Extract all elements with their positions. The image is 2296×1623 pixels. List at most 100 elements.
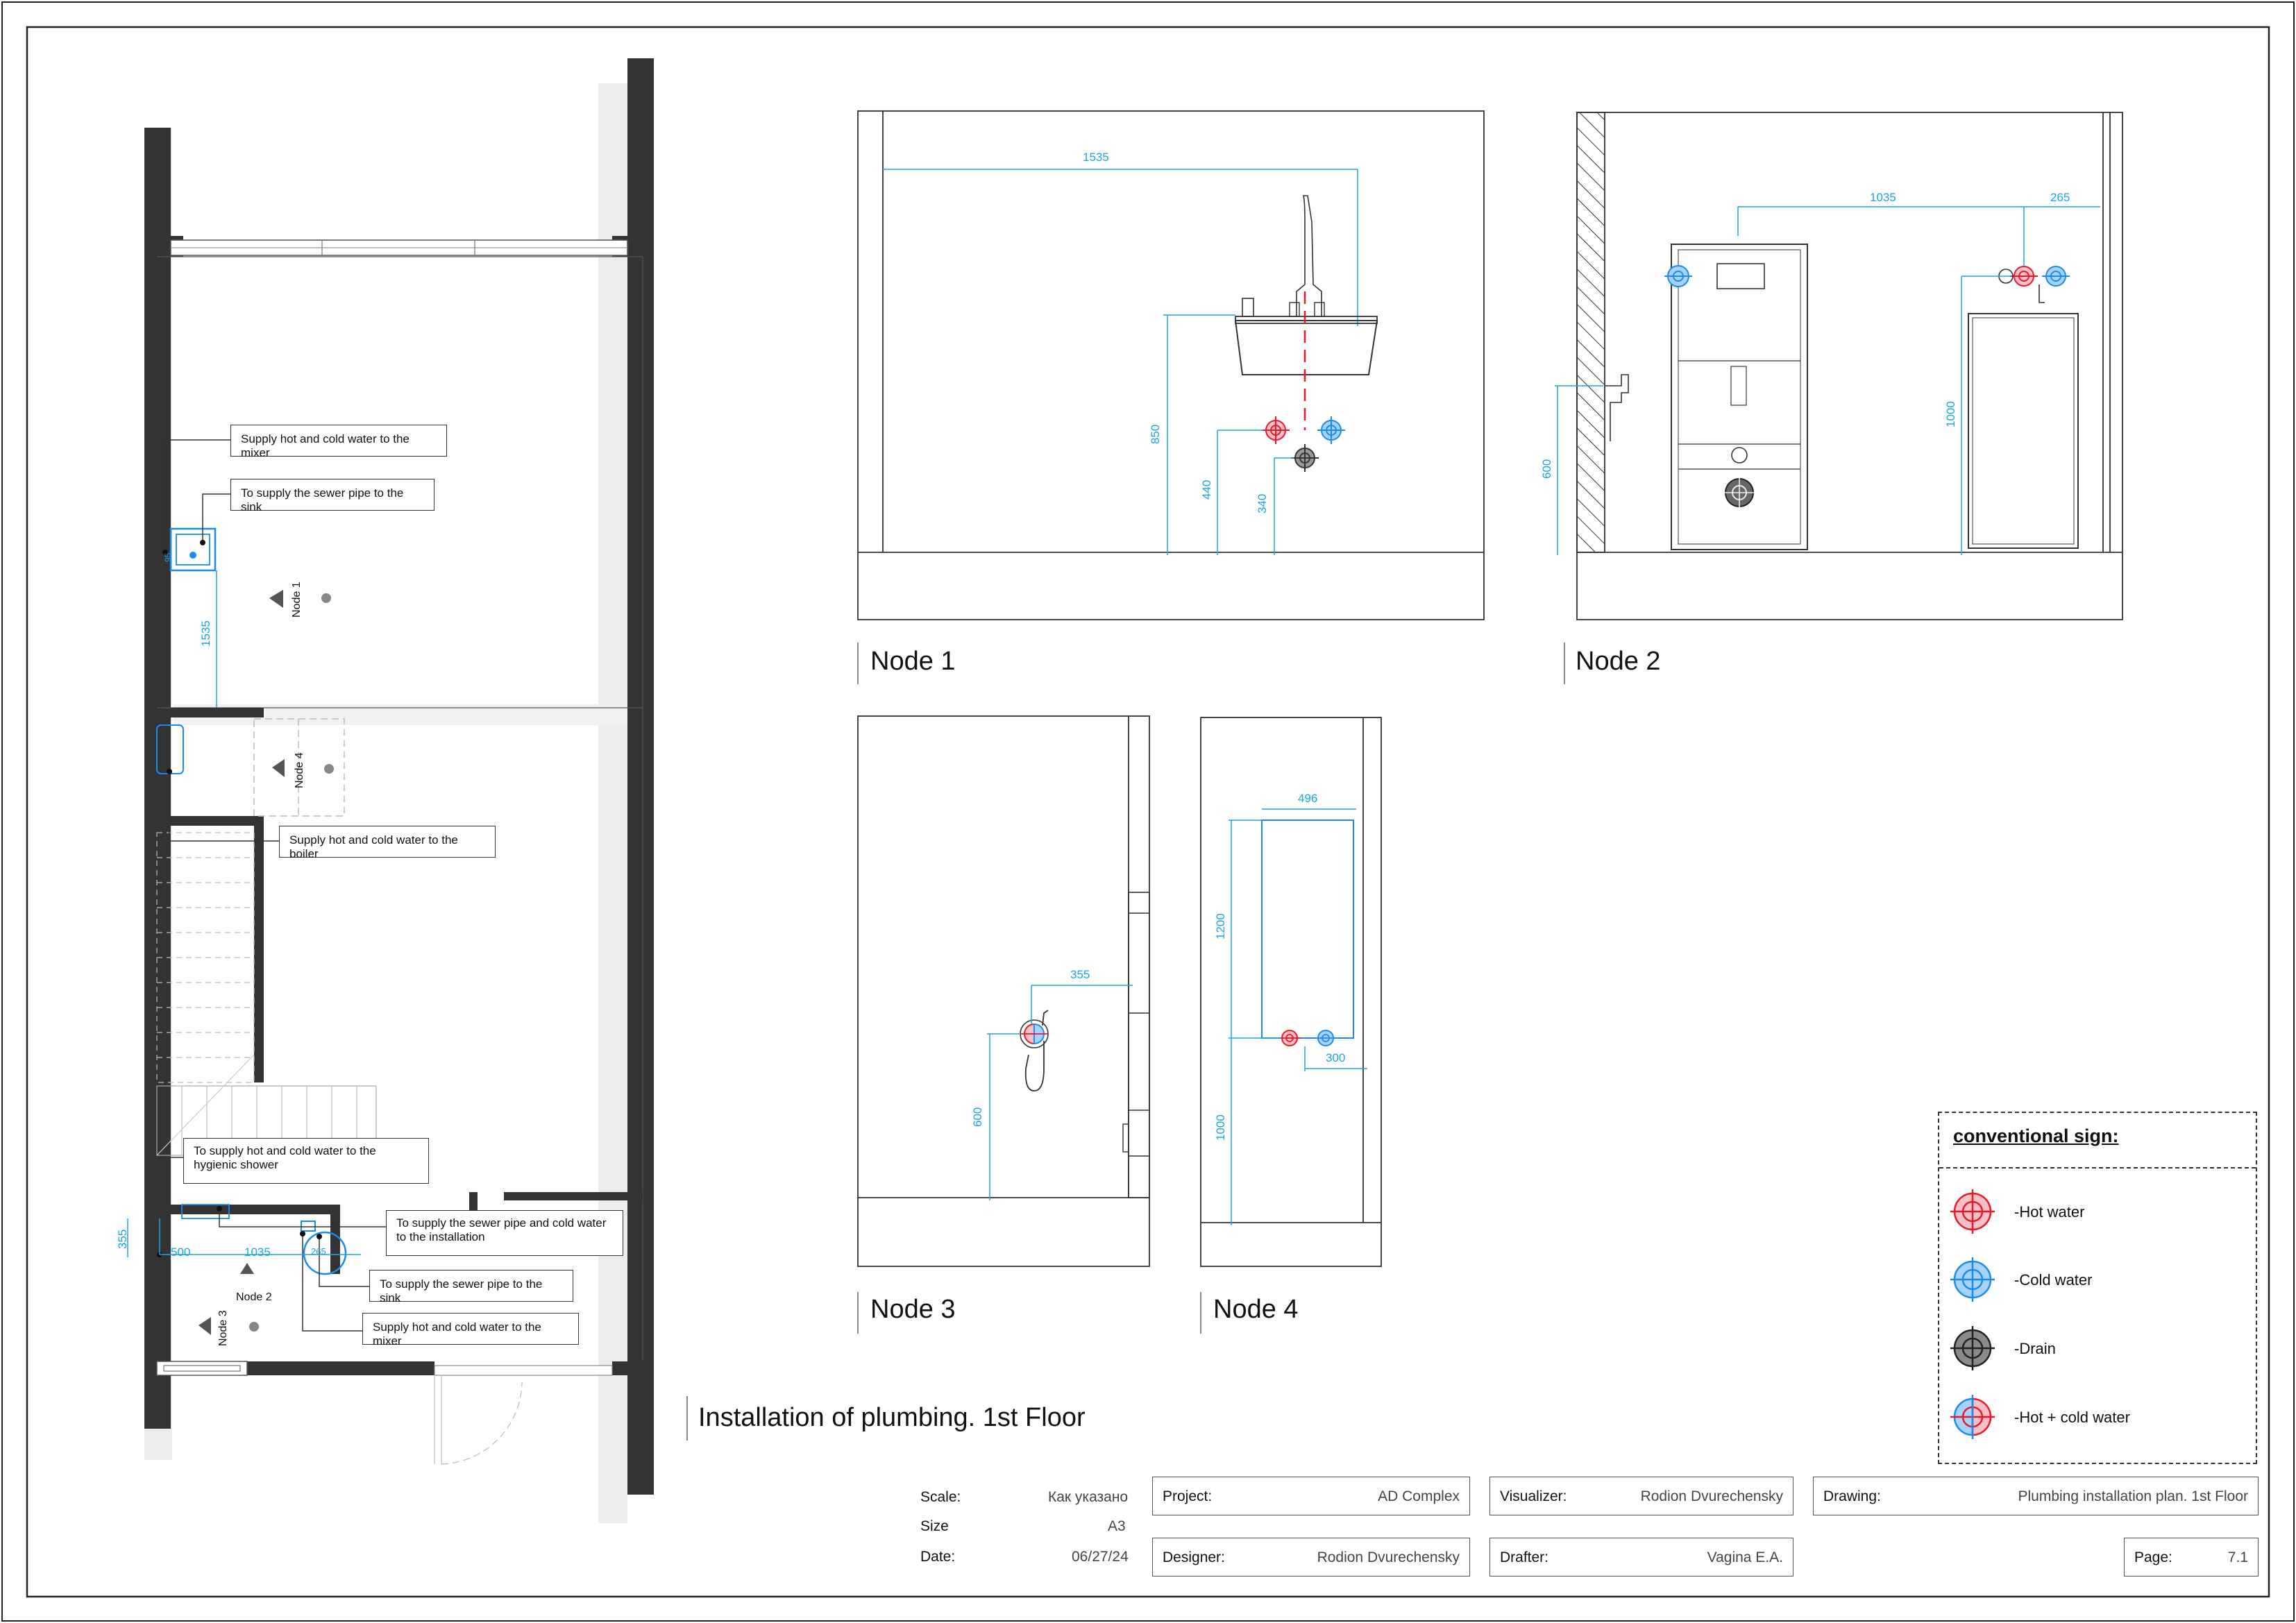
callout-mixer-node1: Supply hot and cold water to the mixer (230, 425, 447, 459)
node3-dim-355: 355 (1070, 968, 1090, 981)
designer-label: Designer: (1163, 1549, 1225, 1565)
node2-dim-265: 265 (2050, 191, 2070, 204)
node2-hot-pipe (2010, 266, 2038, 287)
page-label: Page: (2134, 1549, 2172, 1565)
sheet-inner-frame (26, 26, 2270, 1598)
size-value: A3 (1108, 1518, 1126, 1534)
plan-stairs (156, 832, 377, 1156)
node2-title: Node 2 (1576, 647, 1661, 676)
node4-dim-496: 496 (1298, 792, 1317, 805)
plan-label-node1: Node 1 (291, 581, 303, 618)
plan-node-labels: Node 1 Node 4 Node 2 Node 3 (217, 581, 305, 1346)
node4-title: Node 4 (1213, 1295, 1299, 1324)
drafter-field: Drafter: Vagina E.A. (1489, 1538, 1793, 1577)
plan-node-markers (199, 590, 334, 1335)
cold-water-icon (1950, 1257, 1995, 1302)
node2-installation-frame (1671, 244, 1808, 550)
node1-elevation (857, 110, 1485, 620)
plan-dim-1535: 1535 (199, 620, 212, 647)
node3-hygienic-shower (1024, 1010, 1049, 1091)
plan-sink-node1 (169, 527, 217, 572)
plan-label-node2: Node 2 (236, 1291, 272, 1303)
legend-label-hot: -Hot water (2014, 1203, 2085, 1221)
node4-cold-pipe (1315, 1030, 1337, 1046)
legend-divider (1939, 1167, 2256, 1169)
node1-dim-440: 440 (1200, 480, 1213, 500)
node3-title: Node 3 (870, 1295, 956, 1324)
callout-sewer-sink-node2: To supply the sewer pipe to the sink (369, 1270, 573, 1305)
plan-label-node4: Node 4 (294, 752, 305, 788)
node4-boiler (1261, 819, 1354, 1039)
drafter-value: Vagina E.A. (1707, 1549, 1783, 1565)
node3-dim-600: 600 (971, 1107, 984, 1127)
plan-wall-right (627, 58, 654, 1495)
node4-hot-pipe (1278, 1030, 1301, 1046)
dimension-texts: 1535 850 440 340 1035 265 600 1000 355 6… (116, 151, 2070, 1259)
date-value: 06/27/24 (1072, 1549, 1129, 1565)
node2-dim-1035: 1035 (1870, 191, 1896, 204)
callout-sewer-sink-node1: To supply the sewer pipe to the sink (230, 479, 434, 513)
node1-dim-850: 850 (1149, 425, 1162, 444)
callout-boiler: Supply hot and cold water to the boiler (279, 826, 496, 860)
title-separators (686, 643, 1565, 1441)
drawing-field: Drawing: Plumbing installation plan. 1st… (1813, 1477, 2259, 1515)
legend-label-cold: -Cold water (2014, 1271, 2093, 1289)
drawing-value: Plumbing installation plan. 1st Floor (2018, 1488, 2248, 1504)
scale-value: Как указано (1048, 1489, 1129, 1505)
node4-dim-1000: 1000 (1214, 1114, 1227, 1141)
node2-cabinet (1968, 313, 2079, 549)
node1-dim-1535: 1535 (1083, 151, 1109, 164)
node4-dim-300: 300 (1326, 1051, 1345, 1064)
drawing-label: Drawing: (1823, 1488, 1881, 1504)
legend-box: conventional sign: -Hot water -Cold wate… (1938, 1112, 2257, 1464)
designer-field: Designer: Rodion Dvurechensky (1152, 1538, 1470, 1577)
node3-hot-cold-pipe (1020, 1019, 1049, 1048)
legend-title: conventional sign: (1953, 1125, 2119, 1146)
drain-icon (1950, 1326, 1995, 1370)
scale-label: Scale: (920, 1489, 961, 1505)
drafter-label: Drafter: (1500, 1549, 1549, 1565)
callout-hygienic-shower: To supply hot and cold water to the hygi… (183, 1138, 429, 1184)
plan-toilet (303, 1231, 347, 1275)
plan-dim-265: 265 (311, 1246, 326, 1257)
plan-dim-95: 95 (163, 552, 173, 562)
plan-dim-355: 355 (116, 1230, 129, 1249)
page-field: Page: 7.1 (2124, 1538, 2259, 1577)
node1-dim-340: 340 (1256, 494, 1269, 513)
node2-elevation (1555, 112, 2123, 620)
visualizer-label: Visualizer: (1500, 1488, 1567, 1504)
node1-faucet (1296, 195, 1322, 316)
designer-value: Rodion Dvurechensky (1317, 1549, 1460, 1565)
callout-mixer-node3: Supply hot and cold water to the mixer (362, 1313, 579, 1348)
node2-drain-pipe (1724, 477, 1755, 508)
node1-title: Node 1 (870, 647, 956, 676)
node3-elevation (857, 715, 1150, 1267)
node2-cold-pipe-left (1664, 265, 1692, 287)
node2-dim-600: 600 (1540, 459, 1553, 479)
callout-installation: To supply the sewer pipe and cold water … (386, 1210, 623, 1256)
plan-dim-1035: 1035 (244, 1246, 271, 1259)
floor-plan (127, 58, 654, 1523)
plan-label-node3: Node 3 (217, 1310, 229, 1346)
node2-dim-1000: 1000 (1944, 401, 1957, 427)
project-field: Project: AD Complex (1152, 1477, 1470, 1515)
node4-dim-1200: 1200 (1214, 913, 1227, 940)
visualizer-field: Visualizer: Rodion Dvurechensky (1489, 1477, 1793, 1515)
date-label: Date: (920, 1549, 956, 1565)
hot-cold-water-icon (1950, 1395, 1995, 1439)
project-label: Project: (1163, 1488, 1213, 1504)
page-title: Installation of plumbing. 1st Floor (698, 1403, 1086, 1432)
node4-elevation (1200, 717, 1382, 1267)
node1-cold-pipe (1317, 416, 1345, 444)
visualizer-value: Rodion Dvurechensky (1640, 1488, 1783, 1504)
size-label: Size (920, 1518, 949, 1534)
plan-dim-500: 500 (171, 1246, 190, 1259)
node2-cold-pipe-right (2042, 266, 2070, 287)
node2-hygienic-shower (1605, 374, 1629, 441)
project-value: AD Complex (1378, 1488, 1460, 1504)
node1-drain-pipe (1291, 444, 1319, 472)
legend-label-drain: -Drain (2014, 1340, 2056, 1357)
node1-sink (1234, 320, 1378, 375)
